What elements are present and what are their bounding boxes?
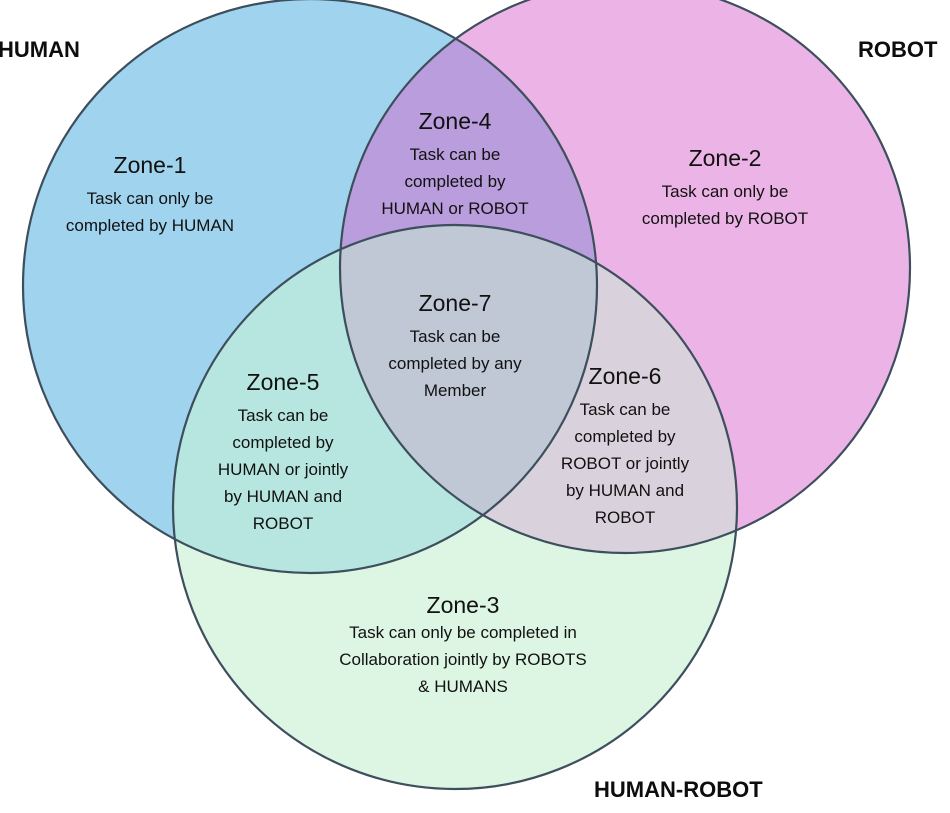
zone-2-title: Zone-2	[688, 145, 762, 171]
zone-5-line: completed by	[232, 433, 334, 452]
zone-7-description: Task can be completed by any Member	[388, 323, 521, 404]
zone-6-line: ROBOT or jointly	[560, 454, 690, 473]
zone-1-description: Task can only be completed by HUMAN	[66, 185, 234, 239]
zone-6-line: ROBOT	[594, 508, 656, 527]
zone-5-line: ROBOT	[252, 514, 314, 533]
zone-5-line: by HUMAN and	[223, 487, 343, 506]
zone-7-line: Member	[423, 381, 487, 400]
zone-5-description: Task can be completed by HUMAN or jointl…	[218, 402, 348, 537]
human-robot-circle-outline	[171, 223, 739, 791]
zone-7-title: Zone-7	[418, 290, 492, 316]
zone-1-line: Task can only be	[86, 189, 214, 208]
zone-1: Zone-1 Task can only be completed by HUM…	[66, 151, 234, 239]
zone-3: Zone-3 Task can only be completed in Col…	[339, 591, 587, 700]
zone-4-line: HUMAN or ROBOT	[381, 199, 529, 218]
set-label-robot: ROBOT	[858, 37, 938, 62]
zone-5-line: Task can be	[237, 406, 329, 425]
zone-2-line: Task can only be	[661, 182, 789, 201]
zone-5-title: Zone-5	[246, 369, 320, 395]
zone-3-title: Zone-3	[426, 592, 500, 618]
set-label-human-robot: HUMAN-ROBOT	[594, 777, 763, 802]
zone-7: Zone-7 Task can be completed by any Memb…	[388, 289, 521, 404]
zone-6-line: Task can be	[579, 400, 671, 419]
zone-3-line: & HUMANS	[418, 677, 508, 696]
zone-6-line: completed by	[574, 427, 676, 446]
zone-4-title: Zone-4	[418, 108, 492, 134]
zone-4-description: Task can be completed by HUMAN or ROBOT	[381, 141, 528, 222]
zone-3-line: Task can only be completed in	[349, 623, 577, 642]
zone-6-line: by HUMAN and	[565, 481, 685, 500]
zone-4-line: Task can be	[409, 145, 501, 164]
zone-3-line: Collaboration jointly by ROBOTS	[339, 650, 587, 669]
zone-2-description: Task can only be completed by ROBOT	[642, 178, 808, 232]
zone-4: Zone-4 Task can be completed by HUMAN or…	[381, 107, 528, 222]
set-label-human: HUMAN	[0, 37, 80, 62]
zone-2: Zone-2 Task can only be completed by ROB…	[642, 144, 808, 232]
zone-4-line: completed by	[404, 172, 506, 191]
zone-2-line: completed by ROBOT	[641, 209, 809, 228]
zone-7-line: Task can be	[409, 327, 501, 346]
zone-1-line: completed by HUMAN	[65, 216, 235, 235]
zone-6-description: Task can be completed by ROBOT or jointl…	[561, 396, 689, 531]
zone-6-title: Zone-6	[588, 363, 662, 389]
zone-5: Zone-5 Task can be completed by HUMAN or…	[218, 368, 348, 537]
zone-1-title: Zone-1	[113, 152, 187, 178]
zone-3-description: Task can only be completed in Collaborat…	[339, 619, 587, 700]
human-circle-outline	[21, 0, 599, 575]
zone-7-line: completed by any	[388, 354, 522, 373]
zone-5-line: HUMAN or jointly	[217, 460, 349, 479]
zone-6: Zone-6 Task can be completed by ROBOT or…	[561, 362, 689, 531]
robot-circle-outline	[338, 0, 912, 555]
